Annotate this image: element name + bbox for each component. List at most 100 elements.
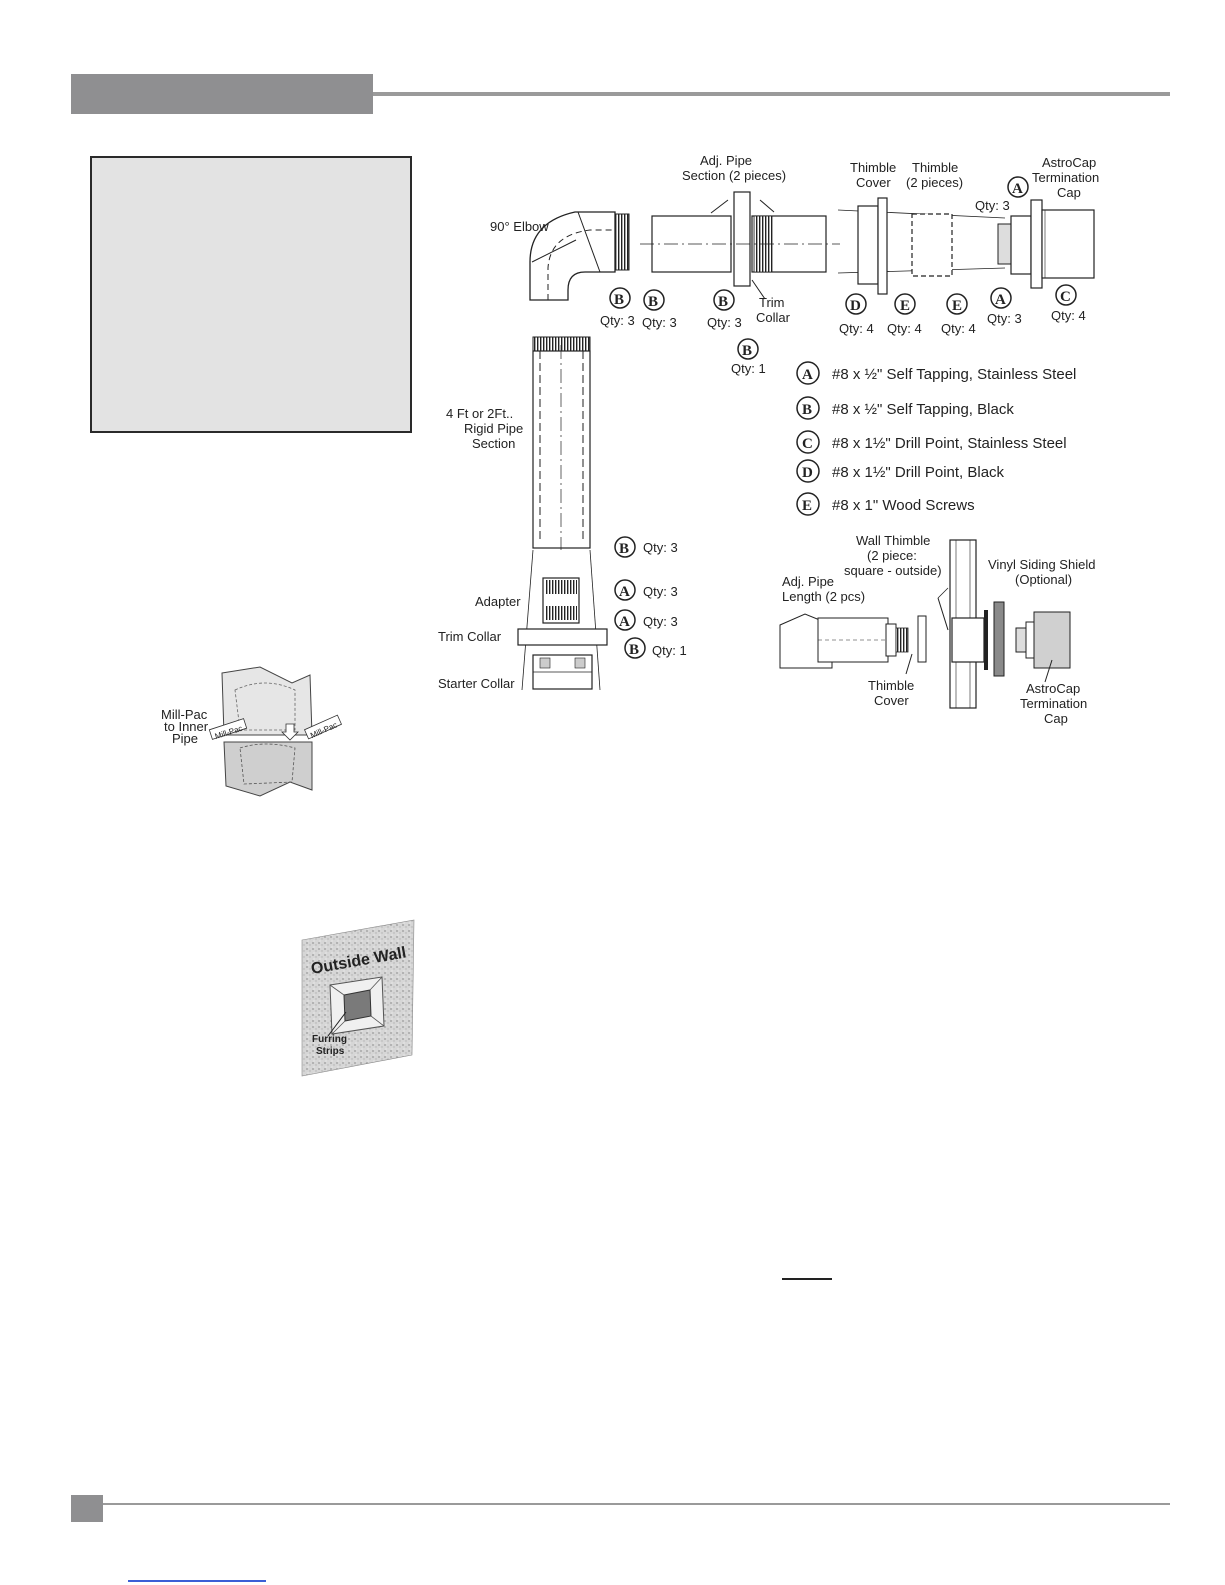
svg-text:A: A	[995, 292, 1006, 308]
legend-e-text: #8 x 1" Wood Screws	[832, 497, 975, 514]
thimble-label-2: (2 pieces)	[906, 175, 963, 190]
thimble-cover-2-label-2: Cover	[874, 693, 909, 708]
elbow-label: 90° Elbow	[490, 219, 549, 234]
callout-b-trim-collar: B	[624, 637, 646, 659]
trim-collar-label: Trim Collar	[438, 629, 502, 644]
callout-a-adapter-1: A	[614, 579, 636, 601]
starter-collar-label: Starter Collar	[438, 676, 515, 691]
svg-text:B: B	[802, 402, 812, 418]
rigid-pipe-illustration	[517, 336, 608, 691]
qty-a-lower: Qty: 3	[987, 311, 1022, 326]
callout-b-trim: B	[737, 338, 759, 360]
legend-a-text: #8 x ½" Self Tapping, Stainless Steel	[832, 366, 1076, 383]
callout-a-upper: A	[1007, 176, 1029, 198]
callout-d: D	[845, 293, 867, 315]
adj-pipe-section-illustration	[640, 191, 840, 300]
legend-b: B #8 x ½" Self Tapping, Black	[796, 396, 1014, 420]
furring-label-1: Furring	[312, 1034, 347, 1045]
wall-thimble-label-1: Wall Thimble	[856, 533, 930, 548]
trim-collar-top-label-2: Collar	[756, 310, 791, 325]
vinyl-label-2: (Optional)	[1015, 572, 1072, 587]
thimble-cover-2-label-1: Thimble	[868, 678, 914, 693]
qty-adj-left: Qty: 3	[642, 315, 677, 330]
mill-pac-label-3: Pipe	[172, 731, 198, 746]
astrocap-2-label-2: Termination	[1020, 696, 1087, 711]
rigid-pipe-label-3: Section	[472, 436, 515, 451]
vinyl-label-1: Vinyl Siding Shield	[988, 557, 1095, 572]
qty-trim: Qty: 1	[731, 361, 766, 376]
astrocap-2-label-3: Cap	[1044, 711, 1068, 726]
callout-c: C	[1055, 284, 1077, 306]
qty-c: Qty: 4	[1051, 308, 1086, 323]
wall-thimble-label-3: square - outside)	[844, 563, 942, 578]
svg-text:C: C	[802, 436, 813, 452]
svg-text:B: B	[614, 292, 624, 308]
svg-text:B: B	[629, 642, 639, 658]
trim-collar-top-label-1: Trim	[759, 295, 785, 310]
callout-b-adj-left: B	[643, 289, 665, 311]
legend-b-text: #8 x ½" Self Tapping, Black	[832, 401, 1014, 418]
callout-b-adj-right: B	[713, 289, 735, 311]
qty-adj-right: Qty: 3	[707, 315, 742, 330]
qty-adapter-1: Qty: 3	[643, 584, 678, 599]
wall-thimble-label-2: (2 piece:	[867, 548, 917, 563]
qty-e-left: Qty: 4	[887, 321, 922, 336]
svg-text:B: B	[718, 294, 728, 310]
thimble-label-1: Thimble	[912, 160, 958, 175]
svg-text:B: B	[648, 294, 658, 310]
astrocap-label-1: AstroCap	[1042, 155, 1096, 170]
astrocap-label-2: Termination	[1032, 170, 1099, 185]
callout-a-adapter-2: A	[614, 609, 636, 631]
thimble-cover-label-2: Cover	[856, 175, 891, 190]
qty-e-right: Qty: 4	[941, 321, 976, 336]
section-header-bar	[71, 74, 373, 114]
note-box	[90, 156, 412, 433]
adj-pipe-label-1: Adj. Pipe	[700, 153, 752, 168]
qty-rigid: Qty: 3	[643, 540, 678, 555]
qty-trim-collar: Qty: 1	[652, 643, 687, 658]
svg-text:B: B	[742, 343, 752, 359]
adj-pipe-label-2: Section (2 pieces)	[682, 168, 786, 183]
astrocap-2-label-1: AstroCap	[1026, 681, 1080, 696]
footer-link-underline	[128, 1580, 266, 1582]
rigid-pipe-label-2: Rigid Pipe	[464, 421, 523, 436]
furring-label-2: Strips	[316, 1046, 345, 1057]
svg-text:D: D	[850, 298, 861, 314]
qty-adapter-2: Qty: 3	[643, 614, 678, 629]
thimble-cover-label-1: Thimble	[850, 160, 896, 175]
svg-text:E: E	[900, 298, 910, 314]
callout-e-right: E	[946, 293, 968, 315]
callout-e-left: E	[894, 293, 916, 315]
rigid-pipe-label-1: 4 Ft or 2Ft..	[446, 406, 513, 421]
legend-e: E #8 x 1" Wood Screws	[796, 492, 975, 516]
thimble-astrocap-illustration	[837, 197, 1095, 295]
legend-a: A #8 x ½" Self Tapping, Stainless Steel	[796, 361, 1076, 385]
adapter-label: Adapter	[475, 594, 521, 609]
svg-text:E: E	[952, 298, 962, 314]
mill-pac-label-2: to Inner	[164, 719, 209, 734]
astrocap-label-3: Cap	[1057, 185, 1081, 200]
outside-wall-illustration	[301, 919, 415, 1077]
mill-pac-illustration	[208, 666, 343, 797]
svg-text:E: E	[802, 498, 812, 514]
mill-pac-label-1: Mill-Pac	[161, 707, 208, 722]
text-underline	[782, 1278, 832, 1280]
svg-text:A: A	[619, 584, 630, 600]
page-number-box	[71, 1495, 103, 1522]
adj-length-label-1: Adj. Pipe	[782, 574, 834, 589]
qty-d: Qty: 4	[839, 321, 874, 336]
svg-text:A: A	[619, 614, 630, 630]
adj-length-label-2: Length (2 pcs)	[782, 589, 865, 604]
legend-c-text: #8 x 1½" Drill Point, Stainless Steel	[832, 435, 1067, 452]
svg-text:A: A	[1012, 181, 1023, 197]
callout-b-elbow: B	[609, 287, 631, 309]
qty-a-upper: Qty: 3	[975, 198, 1010, 213]
svg-text:D: D	[802, 465, 813, 481]
qty-elbow: Qty: 3	[600, 313, 635, 328]
header-rule	[373, 92, 1170, 96]
callout-a-lower: A	[990, 287, 1012, 309]
svg-text:A: A	[802, 367, 813, 383]
callout-b-rigid: B	[614, 536, 636, 558]
legend-c: C #8 x 1½" Drill Point, Stainless Steel	[796, 430, 1067, 454]
